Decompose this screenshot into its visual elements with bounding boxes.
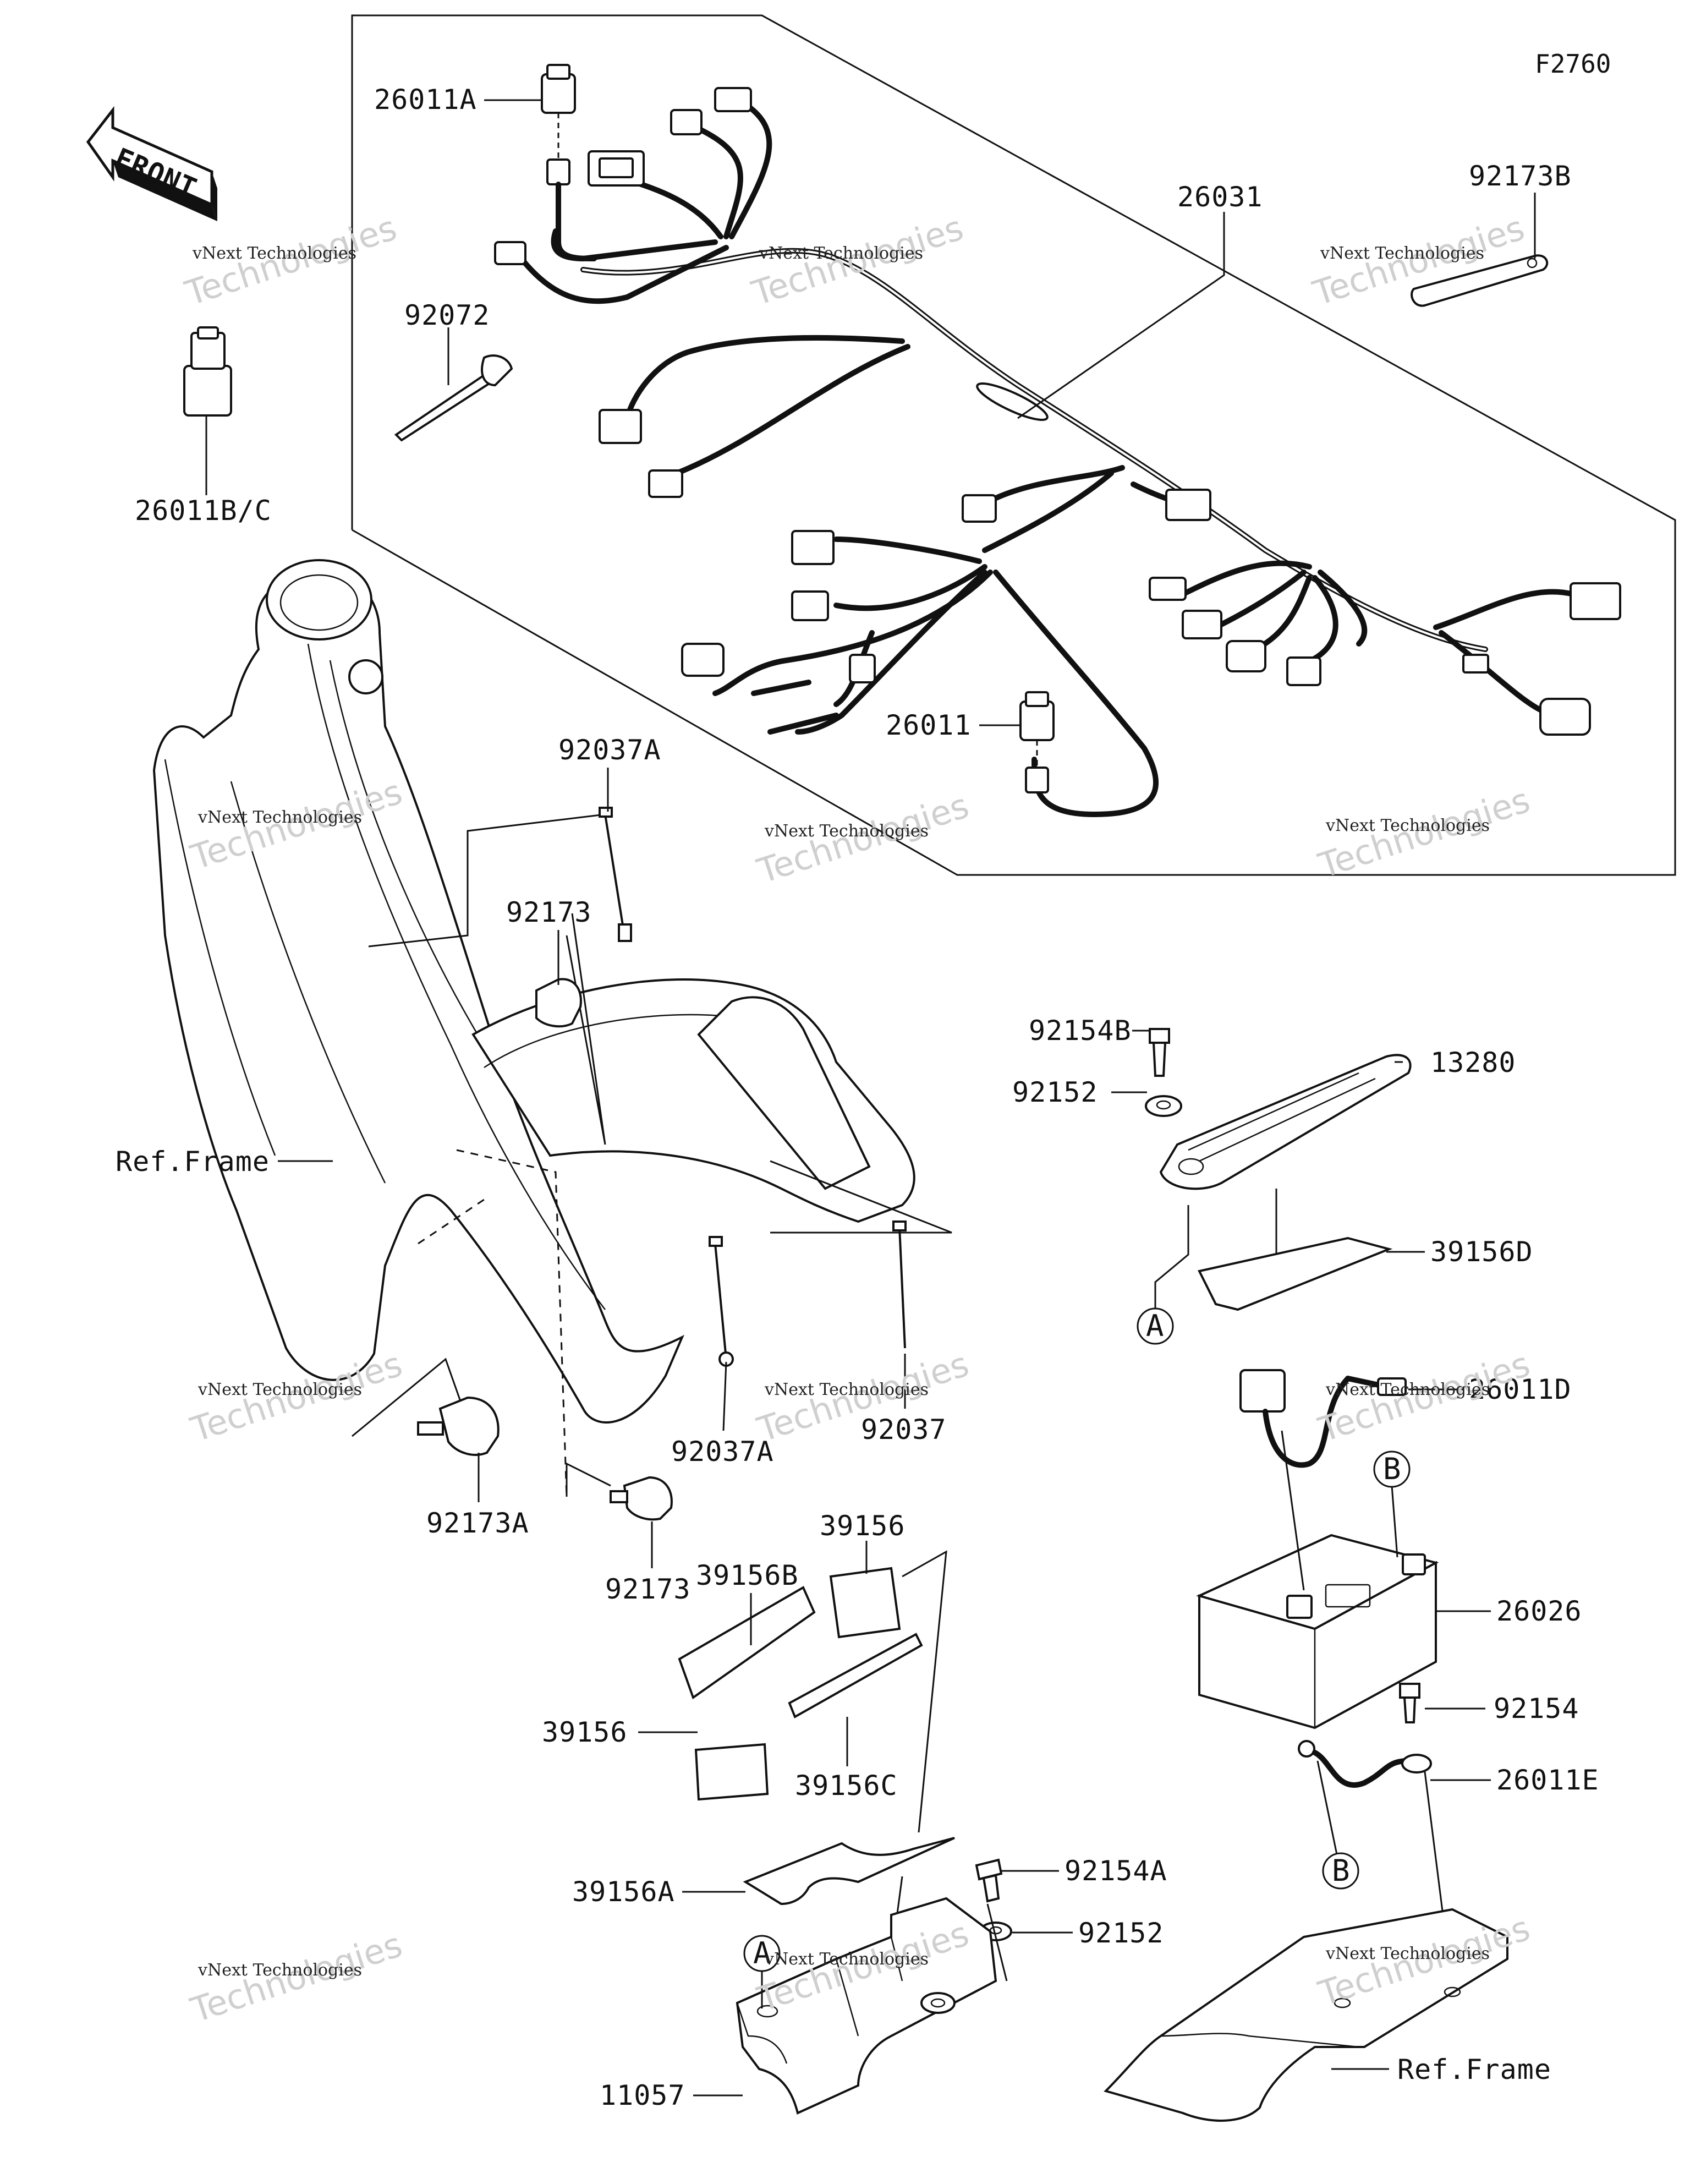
guide-frame-1 — [456, 1149, 568, 1497]
leader-26011e-b — [1316, 1760, 1338, 1855]
pad-39156d — [1198, 1236, 1393, 1311]
ref-a-tray: A — [1137, 1307, 1174, 1345]
clamp-92173a — [417, 1396, 500, 1456]
pin-92037a-top — [599, 807, 632, 942]
ref-b-lead: B — [1322, 1852, 1359, 1890]
pin-92037 — [892, 1220, 907, 1349]
svg-text:B: B — [1383, 1452, 1401, 1486]
label-26026: 26026 — [1496, 1595, 1582, 1627]
label-92154b: 92154B — [1029, 1015, 1132, 1047]
pad-39156b — [678, 1586, 816, 1700]
label-92037a-top: 92037A — [558, 734, 661, 766]
label-ref-frame-left: Ref.Frame — [116, 1146, 270, 1178]
svg-text:vNext Technologies: vNext Technologies — [1325, 1944, 1490, 1963]
harness-panel-outline — [351, 14, 1676, 876]
label-92173-top: 92173 — [506, 896, 592, 928]
watermark-10: Technologies vNext Technologies — [185, 1924, 407, 2030]
wiring-harness — [494, 87, 1621, 817]
label-92154: 92154 — [1494, 1693, 1579, 1725]
pin-92037a-bot — [709, 1236, 734, 1367]
watermark-2: Technologies vNext Technologies — [747, 207, 968, 314]
svg-text:vNext Technologies: vNext Technologies — [197, 1380, 362, 1399]
svg-text:A: A — [753, 1936, 771, 1970]
svg-text:vNext Technologies: vNext Technologies — [764, 822, 929, 841]
svg-text:vNext Technologies: vNext Technologies — [759, 244, 923, 263]
relay-26011bc — [183, 326, 232, 417]
label-39156a: 39156A — [572, 1876, 675, 1908]
pad-39156a — [743, 1837, 955, 1906]
svg-text:vNext Technologies: vNext Technologies — [197, 1961, 362, 1980]
leader-92037-frame — [770, 1160, 952, 1234]
label-39156c: 39156C — [795, 1770, 898, 1802]
leader-92037a-top — [368, 813, 606, 948]
label-26011bc: 26011B/C — [135, 495, 272, 527]
label-26011a: 26011A — [374, 84, 477, 116]
bolt-92154a — [975, 1858, 1003, 1903]
leader-92154a-box — [986, 1903, 1008, 1982]
svg-text:vNext Technologies: vNext Technologies — [1325, 816, 1490, 835]
watermark-1: Technologies vNext Technologies — [180, 207, 401, 314]
washer-92152-top — [1145, 1095, 1182, 1117]
clamp-92173-bot — [610, 1476, 673, 1521]
label-39156-left: 39156 — [542, 1716, 628, 1748]
label-26011d: 26011D — [1469, 1373, 1572, 1405]
pad-39156c — [788, 1633, 923, 1718]
watermark-6: Technologies vNext Technologies — [1313, 780, 1534, 886]
label-92152-top: 92152 — [1012, 1076, 1098, 1108]
leader-pads — [902, 1550, 947, 1833]
ref-a-bracket: A — [743, 1935, 781, 1972]
lead-26011d — [1239, 1369, 1407, 1468]
label-92173b: 92173B — [1469, 160, 1572, 192]
label-26031: 26031 — [1177, 181, 1263, 213]
label-92154a: 92154A — [1065, 1855, 1167, 1887]
bracket-11057 — [736, 1897, 997, 2115]
label-26011e: 26011E — [1496, 1764, 1599, 1796]
svg-text:B: B — [1332, 1853, 1350, 1888]
label-26011: 26011 — [886, 709, 972, 741]
label-92072: 92072 — [404, 299, 490, 331]
svg-text:A: A — [1146, 1309, 1164, 1343]
frame-right — [1104, 1908, 1508, 2122]
battery-26026 — [1196, 1534, 1439, 1729]
figure-code: F2760 — [1535, 49, 1611, 79]
clip-92072 — [394, 354, 513, 442]
leader-tray-a — [1154, 1205, 1189, 1310]
label-92173a: 92173A — [426, 1507, 529, 1539]
part-leaders — [205, 99, 1536, 2097]
label-92037: 92037 — [861, 1414, 947, 1446]
label-92173-bot: 92173 — [605, 1573, 691, 1605]
pad-39156-top — [829, 1567, 901, 1639]
svg-text:vNext Technologies: vNext Technologies — [1325, 1380, 1490, 1399]
svg-text:vNext Technologies: vNext Technologies — [764, 1380, 929, 1399]
leader-92173-bot — [566, 1462, 611, 1497]
svg-text:vNext Technologies: vNext Technologies — [192, 244, 356, 263]
svg-text:vNext Technologies: vNext Technologies — [764, 1950, 929, 1969]
relay-26011 — [1019, 691, 1055, 793]
frame-left — [152, 559, 915, 1424]
front-arrow-icon: FRONT — [86, 106, 217, 221]
bolt-92154b — [1149, 1028, 1170, 1077]
ref-b-battery: B — [1373, 1450, 1411, 1488]
svg-text:vNext Technologies: vNext Technologies — [1320, 244, 1484, 263]
lead-26011e — [1298, 1740, 1432, 1788]
leader-battery-26011d — [1281, 1430, 1305, 1591]
label-11057: 11057 — [600, 2079, 685, 2111]
watermark-5: Technologies vNext Technologies — [752, 785, 973, 891]
label-39156b: 39156B — [696, 1559, 799, 1591]
bolt-92154 — [1399, 1683, 1420, 1723]
label-13280: 13280 — [1430, 1047, 1516, 1079]
clamp-92173-top — [535, 978, 582, 1028]
band-92173b — [1411, 254, 1549, 307]
label-ref-frame-right: Ref.Frame — [1397, 2054, 1551, 2086]
svg-text:vNext Technologies: vNext Technologies — [197, 808, 362, 827]
label-39156-top: 39156 — [820, 1510, 906, 1542]
leader-battery-b — [1391, 1485, 1398, 1558]
label-39156d: 39156D — [1430, 1236, 1533, 1268]
relay-26011a — [541, 64, 597, 261]
label-92152-bot: 92152 — [1078, 1917, 1164, 1949]
pad-39156-left — [694, 1743, 769, 1801]
tray-13280 — [1159, 1054, 1412, 1190]
label-92037a-bot: 92037A — [671, 1436, 774, 1468]
